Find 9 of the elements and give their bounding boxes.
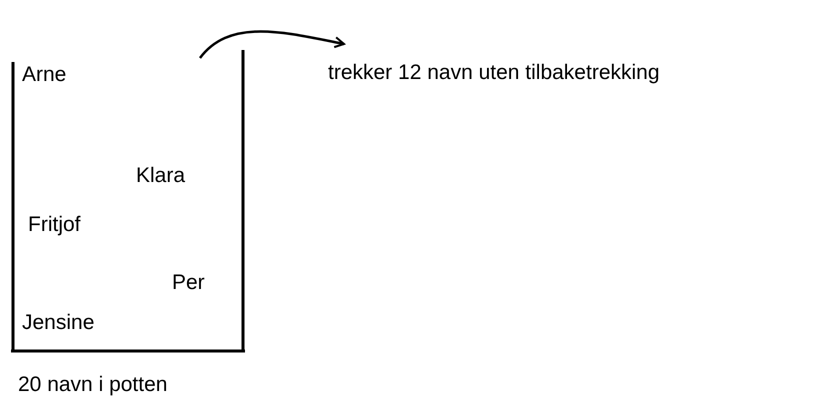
note-text: trekker 12 navn uten tilbaketrekking [328, 60, 660, 86]
curved-arrow [199, 30, 345, 59]
pot-container [10, 50, 246, 354]
node-label: 20 navn i potten [18, 372, 168, 398]
name-label: Per [172, 270, 205, 296]
name-label: Arne [22, 62, 66, 88]
name-label: Jensine [22, 310, 94, 336]
name-label: Fritjof [28, 212, 80, 238]
name-label: Klara [136, 163, 186, 188]
